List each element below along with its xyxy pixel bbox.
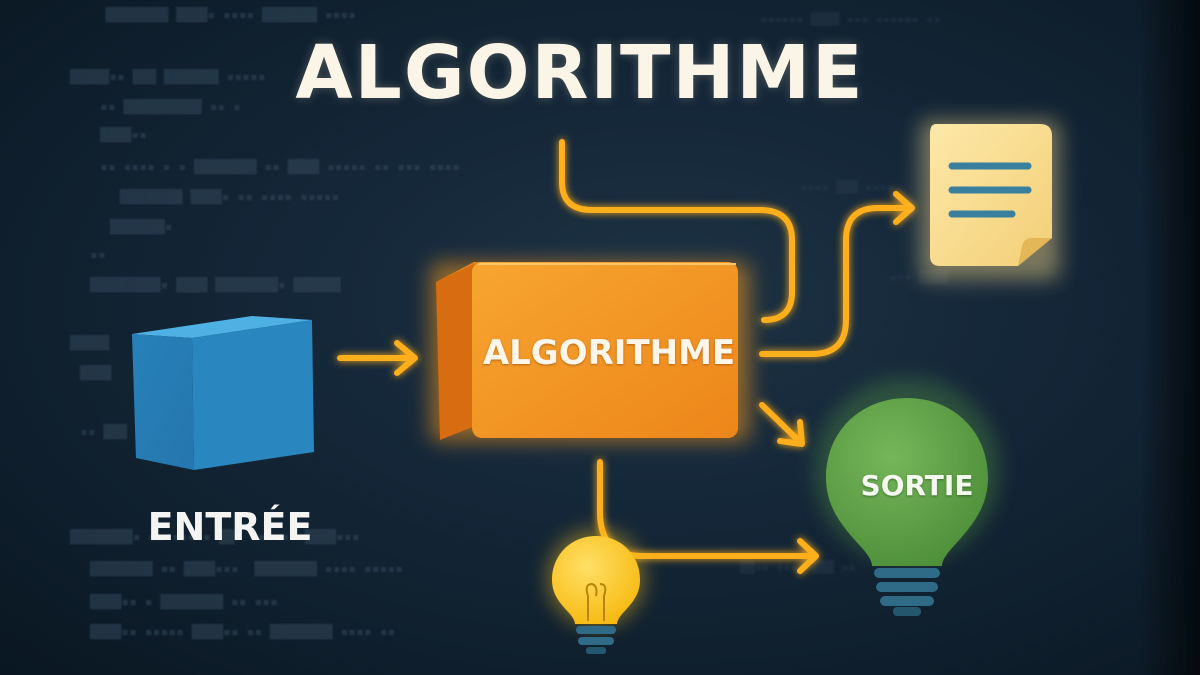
arrowhead-input — [394, 340, 418, 376]
arrow-algorithm-to-document — [759, 205, 907, 357]
idea-bulb-icon — [548, 530, 644, 654]
background-code-right: ▪▪▪▪▪▪ ████ ▪▪▪ ▪▪▪▪▪▪ ▪▪ ▪▪▪▪ ███ ▪▪▪▪ … — [740, 12, 948, 574]
page-title: ALGORITHME — [295, 30, 865, 116]
algorithm-label: ALGORITHME — [482, 333, 736, 373]
input-label: ENTRÉE — [147, 505, 313, 549]
arrow-algorithm-down — [597, 459, 817, 559]
cube-icon — [132, 316, 314, 470]
right-edge-shadow — [1140, 0, 1200, 675]
arrow-title-to-algorithm — [559, 139, 795, 323]
output-label: SORTIE — [860, 469, 974, 502]
algorithm-block — [430, 262, 750, 442]
background-code: ████████ ████▪ ▪▪▪▪ ███████ ▪▪▪▪ █████▪▪… — [70, 8, 461, 640]
arrowhead-output — [777, 419, 805, 447]
lightbulb-icon — [815, 378, 999, 616]
arrowhead-document — [893, 191, 915, 225]
arrowhead-bottom — [797, 538, 819, 574]
arrow-algorithm-to-output — [759, 402, 801, 443]
document-icon — [920, 120, 1060, 280]
